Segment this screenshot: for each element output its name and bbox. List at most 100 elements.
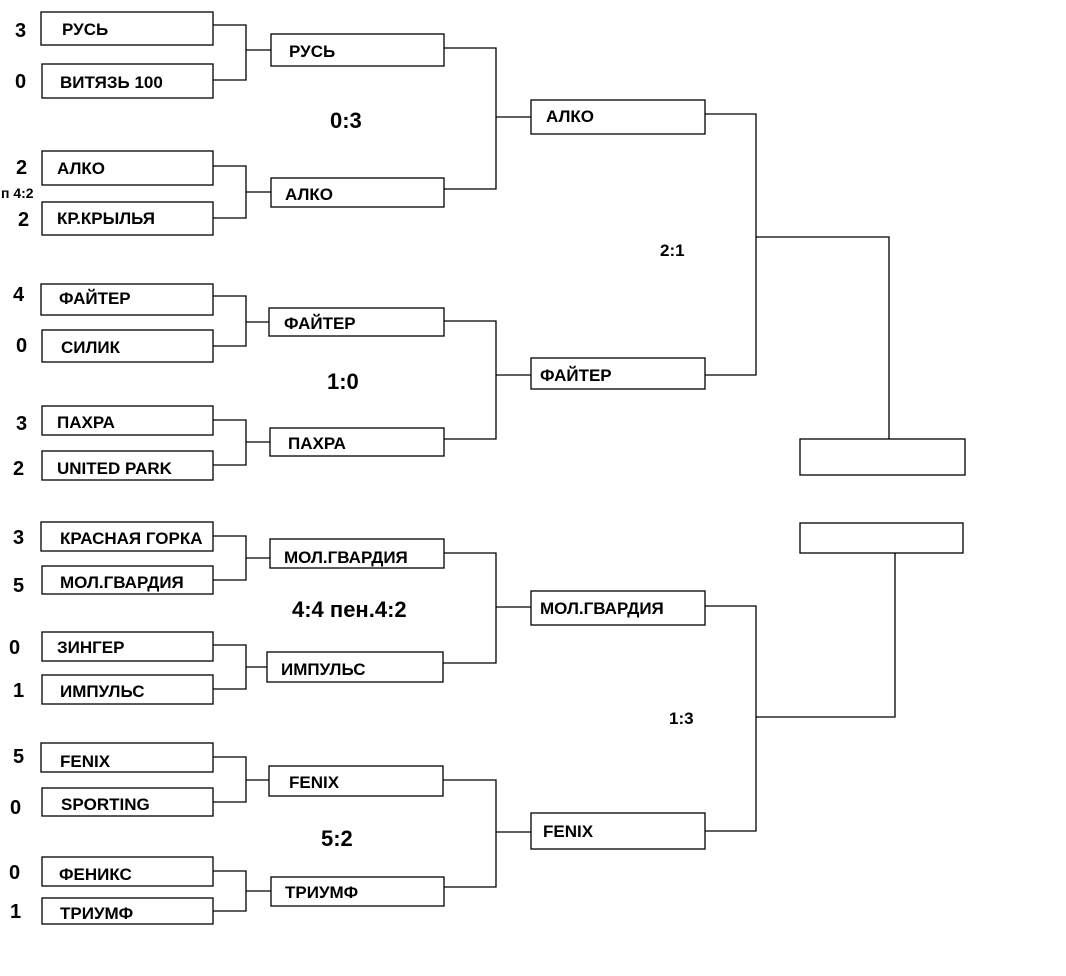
team-box	[41, 674, 214, 705]
team-score: 3	[13, 527, 24, 549]
r1-match-2-bottom: КР.КРЫЛЬЯ 2	[18, 201, 214, 236]
team-score: 0	[10, 797, 21, 819]
r1-match-8-bottom: ТРИУМФ 1	[10, 897, 214, 925]
team-box	[41, 201, 214, 236]
team-box	[41, 856, 214, 887]
team-box	[270, 876, 445, 907]
team-name: FENIX	[289, 773, 340, 792]
r1-match-4-top: ПАХРА 3	[16, 405, 214, 436]
team-score: 0	[9, 862, 20, 884]
team-box	[41, 329, 214, 363]
team-box	[41, 63, 214, 99]
r1-match-5-bottom: МОЛ.ГВАРДИЯ 5	[13, 565, 214, 597]
team-name: ФАЙТЕР	[59, 289, 131, 308]
team-box	[268, 765, 444, 797]
team-box	[530, 99, 706, 135]
team-score: 2	[18, 209, 29, 231]
team-name: ИМПУЛЬС	[281, 660, 366, 679]
r1-match-3-bottom: СИЛИК 0	[16, 329, 214, 363]
team-name: ЗИНГЕР	[57, 638, 124, 657]
r1-match-6-bottom: ИМПУЛЬС 1	[13, 674, 214, 705]
final	[799, 438, 966, 554]
team-score: 0	[16, 335, 27, 357]
team-box	[268, 307, 445, 337]
team-box	[40, 283, 214, 316]
r1-match-1-bottom: ВИТЯЗЬ 100 0	[15, 63, 214, 99]
team-box	[266, 651, 444, 683]
team-name: МОЛ.ГВАРДИЯ	[60, 573, 184, 592]
round-3: АЛКО ФАЙТЕР МОЛ.ГВАРДИЯ FENIX	[530, 99, 706, 850]
team-score: 0	[9, 637, 20, 659]
round-2-results: 0:3 1:0 4:4 пен.4:2 5:2	[292, 108, 407, 851]
team-name: АЛКО	[57, 159, 105, 178]
team-box	[530, 590, 706, 626]
bracket-lines	[213, 24, 896, 912]
team-box	[40, 742, 214, 773]
team-box	[41, 150, 214, 186]
match-result: 1:3	[669, 709, 694, 728]
r1-match-7-bottom: SPORTING 0	[10, 787, 214, 819]
team-score: 3	[15, 20, 26, 42]
r1-match-6-top: ЗИНГЕР 0	[9, 631, 214, 662]
team-box	[41, 787, 214, 817]
team-name: АЛКО	[546, 107, 594, 126]
team-box	[530, 812, 706, 850]
team-name: ПАХРА	[57, 413, 115, 432]
r1-match-2-top: АЛКО 2	[16, 150, 214, 186]
team-name: ВИТЯЗЬ 100	[60, 73, 163, 92]
team-score: 5	[13, 746, 24, 768]
team-box	[270, 177, 445, 208]
team-box	[40, 521, 214, 552]
team-name: ФАЙТЕР	[540, 366, 612, 385]
team-name: ИМПУЛЬС	[60, 682, 145, 701]
team-name: FENIX	[543, 822, 594, 841]
r1-match-7-top: FENIX 5	[13, 742, 214, 773]
match-result: 5:2	[321, 826, 353, 851]
team-score: 0	[15, 71, 26, 93]
team-box	[269, 427, 445, 457]
match-result: 2:1	[660, 241, 685, 260]
team-box	[41, 631, 214, 662]
team-name: SPORTING	[61, 795, 150, 814]
team-name: ТРИУМФ	[285, 883, 358, 902]
team-box	[40, 11, 214, 46]
team-box	[269, 538, 445, 569]
team-box	[41, 450, 214, 481]
team-score: 1	[13, 680, 24, 702]
team-name: МОЛ.ГВАРДИЯ	[284, 548, 408, 567]
team-name: МОЛ.ГВАРДИЯ	[540, 599, 664, 618]
round-2: РУСЬ АЛКО ФАЙТЕР ПАХРА МОЛ.ГВАРДИЯ ИМПУЛ…	[266, 33, 445, 907]
team-box	[41, 405, 214, 436]
team-name: ФАЙТЕР	[284, 314, 356, 333]
team-name: UNITED PARK	[57, 459, 173, 478]
team-name: КРАСНАЯ ГОРКА	[60, 529, 202, 548]
team-box	[41, 565, 214, 595]
team-score: 2	[13, 458, 24, 480]
team-name: КР.КРЫЛЬЯ	[57, 209, 155, 228]
team-name: РУСЬ	[289, 42, 335, 61]
team-name: FENIX	[60, 752, 111, 771]
final-box-bottom	[799, 522, 964, 554]
match-result: 0:3	[330, 108, 362, 133]
team-name: РУСЬ	[62, 20, 108, 39]
final-box-top	[799, 438, 966, 476]
match-result: 1:0	[327, 369, 359, 394]
team-name: ПАХРА	[288, 434, 346, 453]
r1-match-1-top: РУСЬ 3	[15, 11, 214, 46]
team-box	[530, 357, 706, 390]
team-score: 4	[13, 284, 25, 306]
team-name: АЛКО	[285, 185, 333, 204]
match-result: 4:4 пен.4:2	[292, 597, 407, 622]
team-score: 2	[16, 157, 27, 179]
penalty-note: п 4:2	[1, 185, 34, 201]
r1-match-4-bottom: UNITED PARK 2	[13, 450, 214, 481]
team-score: 5	[13, 575, 24, 597]
r1-match-3-top: ФАЙТЕР 4	[13, 283, 214, 316]
team-name: СИЛИК	[61, 338, 121, 357]
r1-match-5-top: КРАСНАЯ ГОРКА 3	[13, 521, 214, 552]
team-box	[270, 33, 445, 67]
round-1: РУСЬ 3 ВИТЯЗЬ 100 0 АЛКО 2 КР.КРЫЛЬЯ 2 п…	[1, 11, 214, 925]
team-score: 3	[16, 413, 27, 435]
round-3-results: 2:1 1:3	[660, 241, 694, 728]
